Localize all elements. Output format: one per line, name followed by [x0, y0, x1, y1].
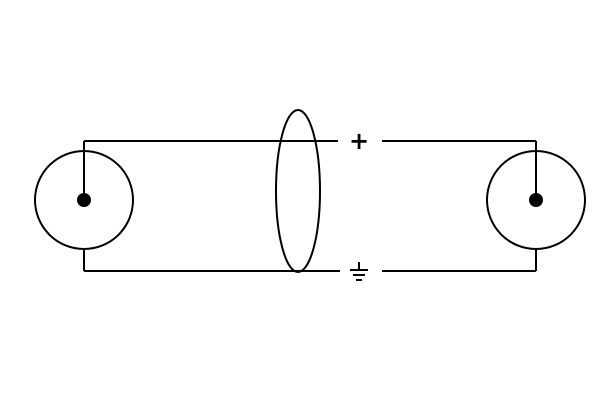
left-connector [34, 141, 134, 271]
right-connector [486, 141, 586, 271]
ground-symbol-icon: ⏚ [0, 0, 368, 281]
signal-plus-symbol: + [349, 127, 369, 155]
ground-symbol-text: ⏚ [0, 0, 1, 1]
cable-shield-ellipse-icon [275, 109, 321, 273]
